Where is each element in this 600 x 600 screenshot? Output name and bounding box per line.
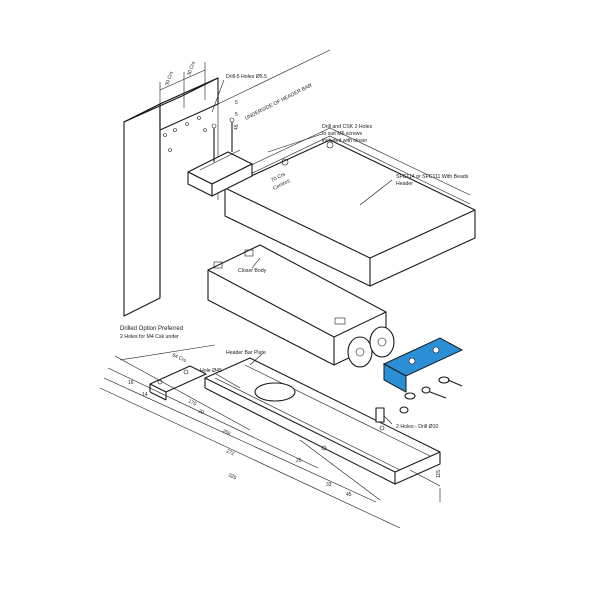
bolts-and-washers [399,376,463,414]
underside-header-bar-label: UNDERSIDE OF HEADER BAR [244,83,313,122]
leader-lines [211,79,393,425]
dim-20: 20 [197,408,205,416]
dim-170: 170 [187,398,197,407]
header-model-label-2: Header [396,181,413,187]
dim-5a: 5 [235,100,238,106]
hole-45-label: Hole Ø45 [200,368,222,374]
drill-csk-label-3: included with closer [322,138,368,144]
dim-crs-right: 30 Crs [186,60,197,76]
closer-body-label: Closer Body [238,268,267,274]
drilled-option-plate [149,365,207,401]
dim-crs-left: 39 Crs [164,70,175,86]
dim-33: 33 [326,482,332,488]
header-bar-plate-label: Header Bar Plate [226,350,266,356]
closer-body [207,244,395,368]
dim-45: 45 [234,124,240,130]
drill-csk-label-2: to suit M6 screws [322,131,362,137]
dim-5b: 5 [235,112,238,118]
drilled-option-title: Drilled Option Preferred [120,326,183,332]
top-mounting-bracket [187,117,253,197]
dim-255: 255 [221,428,231,437]
dim-16: 16 [128,380,134,386]
dim-45b: 45 [346,492,352,498]
dim-14: 14 [142,392,148,398]
angle-bracket [382,337,464,393]
drill-csk-label-1: Drill and CSK 2 Holes [322,124,373,130]
two-holes-drill-label: 2 Holes:- Drill Ø10 [396,424,438,430]
drilled-option-sub: 2 Holes for M4 Csk under [120,334,179,340]
drill-5-holes-label: Drill-5 Holes Ø5.5 [226,74,267,80]
dim-325: 325 [227,472,237,481]
dim-64crs: 64 Crs [171,352,187,364]
dimension-lines [99,62,441,529]
dim-25: 25 [296,458,302,464]
dim-272: 272 [225,448,235,457]
header-beam [217,49,476,287]
header-bar-plate [204,357,441,485]
header-model-label-1: SFC114 or SFC111 With Beads [396,174,469,180]
dim-115: 115 [436,470,442,478]
dimension-texts: 39 Crs 30 Crs 5 5 45 64 Crs 16 14 170 20… [128,60,442,498]
door-frame-jamb [123,77,219,317]
